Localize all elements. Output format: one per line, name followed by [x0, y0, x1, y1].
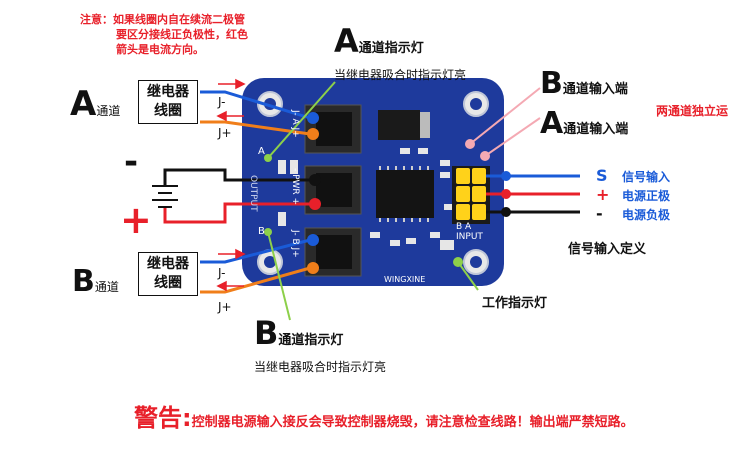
channel-a-text: 通道 [96, 104, 121, 118]
power-minus-sign: - [124, 142, 139, 182]
signal-symbol-s: S [596, 166, 608, 185]
note-line-1: 注意：如果线圈内自在续流二极管 [80, 13, 245, 26]
signal-wires [486, 171, 580, 217]
note-line-3: 箭头是电流方向。 [116, 43, 204, 56]
signal-symbol-plus: + [596, 185, 610, 204]
pcb-brand: WINGXINE [384, 275, 426, 284]
a-input-title: 通道输入端 [563, 122, 629, 137]
pcb-pins-a: J- A J+ [290, 110, 300, 138]
pcb-output-label: OUTPUT [248, 175, 258, 212]
connector-a [304, 104, 362, 154]
channel-a-coil-line2: 线圈 [154, 103, 182, 119]
channel-a-label: A通道 [70, 84, 120, 124]
indicator-leaders [264, 81, 479, 321]
warning-text: 控制器电源输入接反会导致控制器烧毁，请注意检查线路！输出端严禁短路。 [191, 415, 634, 430]
pcb-input-label: INPUT [456, 232, 483, 242]
current-arrows [216, 78, 246, 292]
a-indicator-desc: 当继电器吸合时指示灯亮 [334, 68, 467, 82]
channel-b-j-minus: J- [218, 266, 226, 280]
warning-title: 警告: [134, 404, 192, 432]
b-input-title: 通道输入端 [562, 82, 628, 97]
battery-symbol [152, 185, 178, 208]
driver-ic [376, 170, 434, 218]
channel-b-coil-line2: 线圈 [154, 275, 182, 291]
a-indicator-callout: A通道指示灯 [334, 22, 424, 60]
channel-a-letter: A [70, 84, 97, 124]
channel-b-label: B通道 [72, 264, 119, 299]
channel-a-coil-box: 继电器 线圈 [138, 80, 198, 124]
signal-symbol-minus: - [596, 204, 603, 223]
signal-row-minus: - 电源负极 [596, 204, 670, 223]
pcb-silk-a: A [258, 146, 265, 157]
b-input-letter: B [540, 66, 563, 101]
independent-note: 两通道独立运 [656, 104, 729, 118]
channel-a-j-minus: J- [218, 95, 226, 109]
power-wires [163, 168, 312, 224]
channel-a-wires [200, 90, 311, 136]
a-indicator-letter: A [334, 22, 359, 60]
pcb-pins-b: J- B J+ [290, 230, 300, 258]
input-header [452, 166, 490, 224]
input-leaders [465, 87, 541, 161]
signal-row-s: S 信号输入 [596, 166, 670, 185]
channel-b-text: 通道 [94, 280, 119, 294]
work-led-label: 工作指示灯 [482, 296, 548, 311]
channel-b-coil-line1: 继电器 [147, 256, 189, 272]
b-indicator-desc: 当继电器吸合时指示灯亮 [254, 360, 387, 374]
b-input-callout: B通道输入端 [540, 66, 628, 101]
channel-b-letter: B [72, 264, 95, 299]
channel-a-coil-line1: 继电器 [147, 84, 189, 100]
signal-text-s: 信号输入 [622, 170, 671, 184]
signal-text-plus: 电源正极 [622, 189, 671, 203]
channel-a-j-plus: J+ [218, 126, 232, 140]
a-indicator-title: 通道指示灯 [358, 41, 424, 56]
smd-components [278, 148, 454, 250]
signal-text-minus: 电源负极 [622, 208, 671, 222]
power-plus-sign: + [120, 198, 152, 242]
a-input-callout: A通道输入端 [540, 106, 628, 141]
pcb-silk-b: B [258, 226, 265, 237]
warning-banner: 警告:控制器电源输入接反会导致控制器烧毁，请注意检查线路！输出端严禁短路。 [134, 398, 634, 433]
polarity-note: 注意：如果线圈内自在续流二极管 要区分接线正负极性，红色 箭头是电流方向。 [80, 12, 290, 57]
channel-b-j-plus: J+ [218, 300, 232, 314]
signal-definition-title: 信号输入定义 [568, 242, 647, 257]
note-line-2: 要区分接线正负极性，红色 [116, 28, 248, 41]
a-input-letter: A [540, 106, 564, 141]
channel-b-wires [200, 238, 311, 294]
b-indicator-letter: B [254, 314, 279, 352]
signal-row-plus: + 电源正极 [596, 185, 670, 204]
pcb-pins-mid: - PWR + [290, 168, 300, 206]
mosfet-chip [378, 110, 420, 140]
b-indicator-title: 通道指示灯 [278, 333, 344, 348]
channel-b-coil-box: 继电器 线圈 [138, 252, 198, 296]
pcb-silk-ba: B A [456, 222, 472, 232]
terminal-dots [307, 112, 321, 274]
b-indicator-callout: B通道指示灯 [254, 314, 343, 352]
